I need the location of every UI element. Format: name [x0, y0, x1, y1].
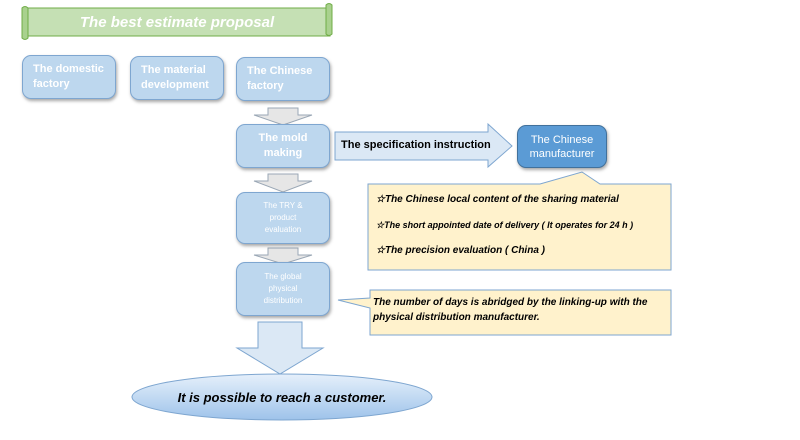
box-chinese-factory[interactable]: The Chinese factory	[236, 57, 330, 101]
box-material-development[interactable]: The material development	[130, 56, 224, 100]
banner-scroll	[21, 3, 333, 40]
box-chinese-manufacturer[interactable]: The Chinese manufacturer	[517, 125, 607, 168]
callout-distribution-shape	[337, 289, 672, 336]
box-domestic-factory[interactable]: The domestic factory	[22, 55, 116, 99]
callout-features-shape	[367, 171, 672, 271]
spec-arrow-label: The specification instruction	[341, 139, 491, 151]
spec-arrow-shape	[334, 122, 513, 169]
result-label: It is possible to reach a customer.	[177, 389, 387, 405]
feature-item: ☆The precision evaluation ( China )	[376, 245, 545, 256]
down-arrow	[253, 107, 313, 126]
down-arrow	[253, 173, 313, 193]
big-down-arrow	[235, 321, 325, 375]
result-ellipse	[131, 373, 433, 421]
box-try-product-evaluation[interactable]: The TRY & product evaluation	[236, 192, 330, 244]
banner-title: The best estimate proposal	[79, 13, 275, 31]
feature-item: ☆The Chinese local content of the sharin…	[376, 194, 619, 205]
distribution-note: The number of days is abridged by the li…	[373, 297, 648, 323]
box-global-physical-distribution[interactable]: The global physical distribution	[236, 262, 330, 316]
box-mold-making[interactable]: The mold making	[236, 124, 330, 168]
down-arrow	[253, 247, 313, 265]
feature-item: ☆The short appointed date of delivery ( …	[376, 220, 634, 230]
